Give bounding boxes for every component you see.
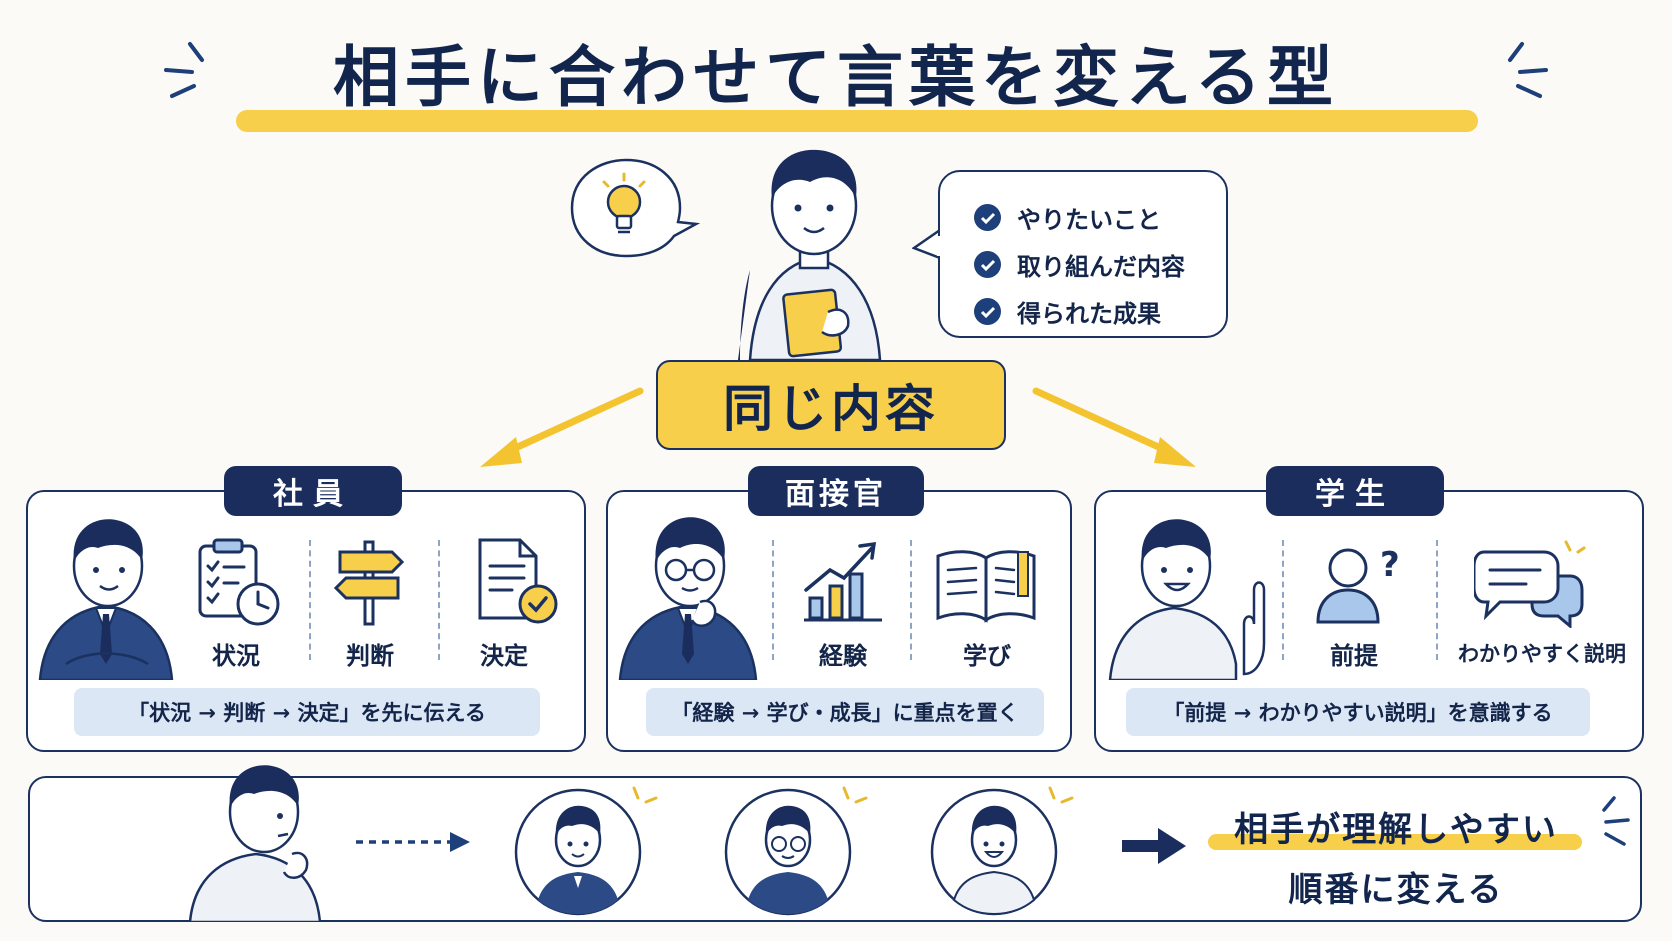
icon-label: 学び <box>963 642 1011 670</box>
lightbulb-bubble <box>570 158 700 258</box>
sparkle-icon <box>1508 42 1548 98</box>
icon-label: 状況 <box>212 642 260 670</box>
growth-chart-icon <box>804 541 882 622</box>
interviewer-avatar <box>618 517 758 680</box>
tab-student: 学生 <box>1266 466 1444 516</box>
student-avatar <box>738 149 882 360</box>
document-check-icon <box>478 538 558 624</box>
divider <box>1436 540 1438 660</box>
speech-tail <box>912 228 941 260</box>
student-panel-avatar <box>1108 519 1266 680</box>
check-icon <box>974 251 1001 278</box>
icon-label: 前提 <box>1330 642 1378 670</box>
tab-interviewer: 面接官 <box>748 466 924 516</box>
chat-bubbles-icon <box>1474 540 1586 628</box>
divider <box>438 540 440 660</box>
lightbulb-icon <box>602 172 646 234</box>
interviewer-circle-avatar <box>724 786 868 916</box>
sparkle-icon <box>164 42 204 98</box>
icon-label: 経験 <box>819 642 867 670</box>
summary-pill: 「状況 → 判断 → 決定」を先に伝える <box>74 688 540 736</box>
arrow-right-icon <box>1032 387 1196 467</box>
bottom-line-2: 順番に変える <box>1288 870 1504 910</box>
tab-employee: 社員 <box>224 466 402 516</box>
checklist-label: 得られた成果 <box>1017 300 1161 328</box>
check-icon <box>974 204 1001 231</box>
divider <box>309 540 311 660</box>
open-book-icon <box>936 550 1036 623</box>
student-circle-avatar <box>930 786 1074 916</box>
check-icon <box>974 298 1001 325</box>
icon-label: わかりやすく説明 <box>1458 642 1626 666</box>
checklist-item: 得られた成果 <box>974 288 1226 335</box>
bottom-line-1: 相手が理解しやすい <box>1234 810 1558 850</box>
sparkle-icon <box>1602 796 1630 846</box>
checklist-item: やりたいこと <box>974 194 1226 241</box>
summary-pill: 「経験 → 学び・成長」に重点を置く <box>646 688 1044 736</box>
divider <box>1282 540 1284 660</box>
checklist-label: 取り組んだ内容 <box>1017 253 1185 281</box>
divider <box>772 540 774 660</box>
speech-bubble: やりたいこと 取り組んだ内容 得られた成果 <box>938 170 1228 338</box>
checklist-item: 取り組んだ内容 <box>974 241 1226 288</box>
thinking-student-avatar <box>188 765 322 922</box>
employee-avatar <box>38 519 174 680</box>
svg-text:?: ? <box>1380 545 1400 585</box>
bottom-underline <box>1208 834 1582 850</box>
employee-circle-avatar <box>514 786 658 916</box>
title-underline <box>236 110 1478 132</box>
icon-label: 判断 <box>346 642 394 670</box>
icon-label: 決定 <box>480 642 528 670</box>
page-title: 相手に合わせて言葉を変える型 <box>332 39 1340 116</box>
signpost-icon <box>333 540 405 626</box>
clipboard-clock-icon <box>198 538 280 626</box>
dotted-arrow-icon <box>356 832 470 852</box>
person-question-icon: ? <box>1316 545 1400 624</box>
summary-pill: 「前提 → わかりやすい説明」を意識する <box>1126 688 1590 736</box>
checklist-label: やりたいこと <box>1017 206 1161 234</box>
tail-joint <box>937 236 943 256</box>
arrow-right-bold-icon <box>1122 828 1186 864</box>
arrow-left-icon <box>480 387 644 467</box>
divider <box>910 540 912 660</box>
center-label: 同じ内容 <box>656 360 1006 450</box>
